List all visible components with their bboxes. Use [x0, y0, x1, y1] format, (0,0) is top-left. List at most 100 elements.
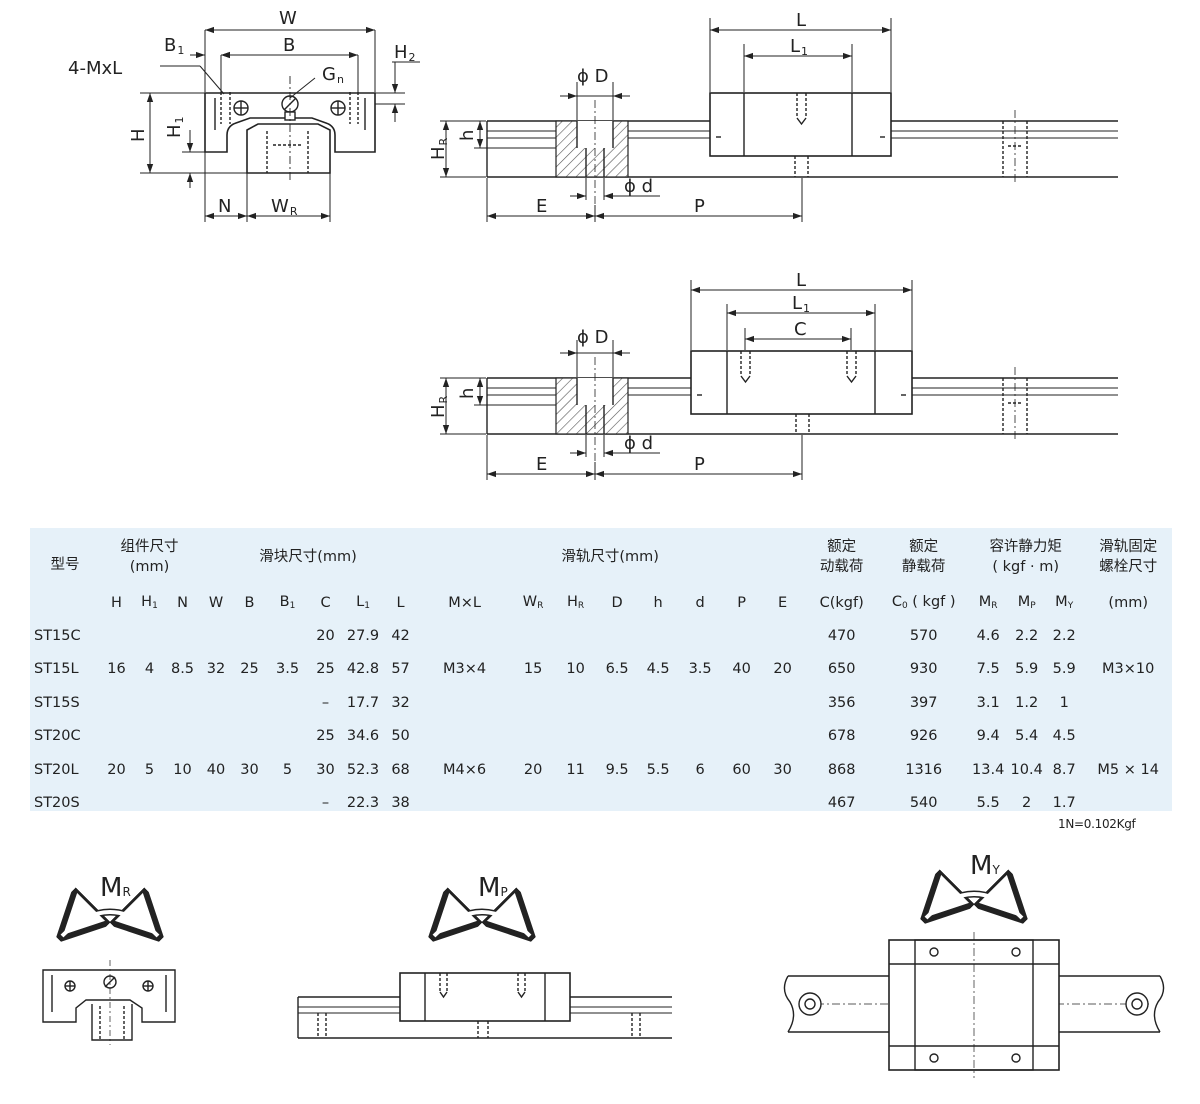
cell-MR: 5.5: [976, 795, 1000, 812]
label-MY: MY: [970, 851, 1000, 881]
dim-E: E: [536, 196, 547, 217]
dim-HR: HR: [428, 395, 450, 418]
dim-N: N: [218, 196, 231, 217]
cell-L1: 22.3: [346, 795, 380, 812]
cell-MY: 1.7: [1052, 795, 1076, 812]
cell-D: 9.5: [605, 761, 629, 778]
dim-W: W: [279, 8, 297, 29]
cell-L1: 17.7: [346, 694, 380, 711]
subheader-B1: B1: [279, 594, 296, 611]
cell-P: 40: [732, 661, 751, 678]
cell-dynamic-load: 868: [827, 761, 856, 778]
dim-h: h: [457, 388, 478, 399]
subheader-h: h: [653, 594, 663, 611]
subheader-empty: [30, 586, 100, 619]
cell-E: 30: [773, 761, 792, 778]
cell-MxL: M3×4: [443, 661, 487, 678]
cell-model: ST15S: [34, 694, 80, 711]
cell-C: 25: [316, 661, 335, 678]
subheader-W: W: [208, 594, 224, 611]
table-row: ST15C 16 4 8.5 32 25 3.5 20 27.9 42 M3×4…: [30, 619, 1172, 678]
moment-diagrams: MR MP: [42, 851, 1165, 1078]
cell-static-load: 540: [909, 795, 938, 812]
cell-MP: 2.2: [1015, 627, 1039, 644]
subheader-B: B: [244, 594, 255, 611]
dim-4-mxl: 4-MxL: [68, 58, 122, 79]
cell-L: 57: [391, 661, 410, 678]
moment-MP: MP: [297, 873, 672, 1039]
dim-L: L: [796, 270, 806, 291]
cell-L1: 34.6: [346, 728, 380, 745]
dim-L: L: [796, 10, 806, 31]
cell-d: 6: [695, 761, 705, 778]
cell-L: 50: [391, 728, 410, 745]
cell-dynamic-load: 356: [827, 694, 856, 711]
table-row: ST20L 30 52.3 68 868 1316 13.4 10.4 8.7: [30, 753, 1172, 787]
cell-MY: 4.5: [1052, 728, 1076, 745]
cell-d: 3.5: [688, 661, 712, 678]
dim-phiD: ϕ D: [577, 66, 608, 87]
subheader-C: C: [320, 594, 331, 611]
dim-WR: WR: [271, 196, 298, 218]
dim-phid: ϕ d: [624, 433, 653, 454]
dim-H1: H1: [164, 116, 186, 138]
cell-MP: 5.9: [1015, 661, 1039, 678]
dim-phiD: ϕ D: [577, 327, 608, 348]
cell-C: 20: [316, 627, 335, 644]
cell-N: 8.5: [170, 661, 195, 678]
label-MR: MR: [100, 873, 131, 903]
subheader-HR: HR: [567, 594, 585, 611]
subheader-L: L: [396, 594, 405, 611]
cell-model: ST20S: [34, 795, 80, 812]
cell-MxL: M4×6: [443, 761, 487, 778]
cell-HR: 10: [566, 661, 585, 678]
cell-L1: 52.3: [346, 761, 380, 778]
cell-W: 32: [206, 661, 226, 678]
side-view-1: [486, 92, 1118, 205]
cell-W: 40: [206, 761, 226, 778]
dim-E: E: [536, 454, 547, 475]
cell-H1: 5: [144, 761, 155, 778]
subheader-mm: (mm): [1108, 594, 1148, 611]
cell-MY: 8.7: [1052, 761, 1076, 778]
cell-static-load: 570: [909, 627, 938, 644]
cell-L1: 42.8: [346, 661, 380, 678]
cell-L: 38: [391, 795, 410, 812]
cell-static-load: 1316: [905, 761, 943, 778]
dim-h: h: [457, 130, 478, 141]
label-MP: MP: [478, 873, 508, 903]
table-background: [30, 528, 1172, 811]
cell-E: 20: [773, 661, 792, 678]
cell-dynamic-load: 650: [827, 661, 856, 678]
dim-HR: HR: [428, 137, 450, 160]
cell-B: 25: [240, 661, 259, 678]
subheader-D: D: [611, 594, 623, 611]
cell-MR: 4.6: [976, 627, 1000, 644]
dim-B: B: [283, 35, 295, 56]
side-view-1-dimensions: [440, 18, 892, 222]
cell-L1: 27.9: [346, 627, 380, 644]
cell-MY: 5.9: [1052, 661, 1076, 678]
front-cross-section: [204, 76, 376, 182]
drawings-top: W B1 B 4-MxL H2 Gn H H1 N WR: [68, 8, 1118, 480]
header-moment: 容许静力矩( kgf · m): [989, 539, 1062, 575]
cell-MY: 2.2: [1052, 627, 1076, 644]
cell-D: 6.5: [605, 661, 629, 678]
cell-model: ST20L: [34, 761, 79, 778]
cell-B: 30: [240, 761, 259, 778]
dim-B1: B1: [164, 35, 184, 57]
subheader-MP: MP: [1017, 594, 1036, 611]
header-model: 型号: [50, 557, 80, 573]
cell-MP: 10.4: [1010, 761, 1043, 778]
dim-L1: L1: [792, 293, 810, 315]
unit-note: 1N=0.102Kgf: [1058, 817, 1136, 831]
subheader-L1: L1: [356, 594, 370, 611]
cell-L: 42: [391, 627, 410, 644]
subheader-MxL: M×L: [448, 594, 481, 611]
header-dynamic-load: 额定动载荷: [819, 539, 864, 575]
subheader-d: d: [695, 594, 705, 611]
dim-L1: L1: [790, 36, 808, 58]
table-row: ST20S – 22.3 38 467 540 5.5 2 1.7: [30, 787, 1172, 821]
cell-dynamic-load: 470: [827, 627, 856, 644]
cell-C: 30: [316, 761, 335, 778]
